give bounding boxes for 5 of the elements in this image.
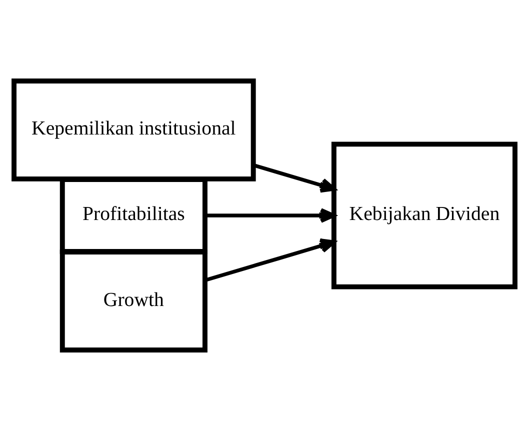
arrow bbox=[204, 238, 335, 282]
node-box: Kepemilikan institusional bbox=[11, 78, 256, 181]
node-box: Kebijakan Dividen bbox=[330, 141, 517, 289]
arrow bbox=[204, 208, 335, 222]
node-box: Growth bbox=[59, 249, 207, 352]
